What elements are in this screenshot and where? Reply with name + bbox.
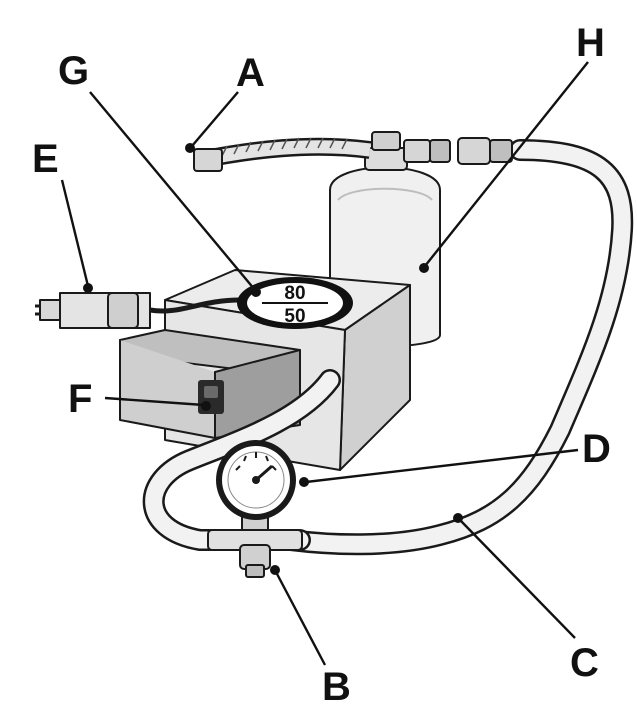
leader-e (60, 179, 90, 287)
leader-dot-e (83, 283, 93, 293)
callout-label-e: E (32, 137, 59, 181)
air-hose-loop (142, 369, 341, 551)
callout-label-c: C (570, 641, 599, 685)
callout-label-d: D (582, 427, 611, 471)
leader-b (274, 571, 327, 666)
leader-f (104, 396, 205, 407)
callout-leaders (60, 61, 589, 666)
power-switch (198, 380, 224, 414)
callout-label-f: F (68, 377, 92, 421)
callout-label-h: H (576, 21, 605, 65)
leader-dot-a (185, 143, 195, 153)
callout-label-a: A (236, 51, 265, 95)
leader-h (424, 61, 589, 267)
leader-dot-c (453, 513, 463, 523)
long-hose (279, 139, 634, 556)
leader-d (305, 448, 579, 484)
power-cord (35, 292, 241, 329)
pressure-gauge (216, 440, 296, 546)
speed-dial-top-value: 80 (284, 283, 305, 304)
speed-dial-label: 80 50 (237, 277, 353, 329)
leader-dot-f (201, 401, 211, 411)
callout-labels: A G H E F D C B (32, 21, 611, 709)
leader-dot-b (270, 565, 280, 575)
leader-c (459, 519, 576, 639)
deflation-valve (207, 529, 303, 578)
speed-dial-bottom-value: 50 (284, 306, 305, 327)
leader-a (191, 91, 239, 147)
leader-dot-g (251, 287, 261, 297)
leader-g (89, 91, 256, 291)
leader-dot-d (299, 477, 309, 487)
callout-label-g: G (58, 49, 89, 93)
callout-label-b: B (322, 665, 351, 709)
leader-dot-h (419, 263, 429, 273)
valve-hose (193, 137, 513, 172)
